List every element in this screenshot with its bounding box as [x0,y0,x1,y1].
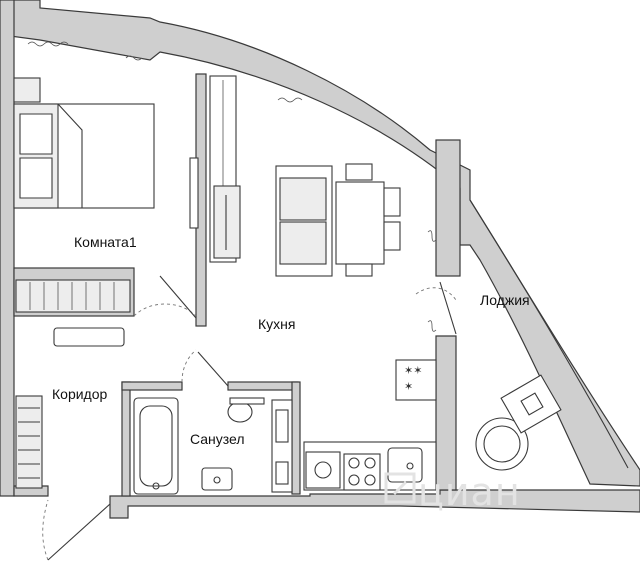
chair-right-bottom [383,221,401,251]
bed-pillow-bottom [19,157,53,199]
door-entrance [42,499,49,561]
bedside-table [13,77,41,103]
bed-pillow-top [19,113,53,155]
watermark-text: циан [418,470,521,514]
tv [189,157,199,229]
bathtub [133,397,179,495]
chair-bottom [345,263,373,277]
room-label-loggia: Лоджия [480,292,530,308]
bathroom-sink [201,467,233,491]
cian-logo-icon [380,468,420,508]
loggia-wall [435,335,457,491]
corridor-wardrobe [15,395,43,489]
stove [343,453,381,491]
room-label-bathroom: Санузел [190,431,245,447]
washing-machine [305,451,341,489]
wall-bath-top-right [227,381,299,391]
wall-bath-right [291,381,301,495]
outer-wall-bottom [13,485,640,519]
door-loggia [415,287,457,301]
shoe-rack [15,279,131,313]
svg-text:✶: ✶ [404,381,413,393]
svg-text:✶✶: ✶✶ [404,365,422,377]
corridor-wardrobe-hangers [18,407,40,479]
shoe-rack-lines [29,282,115,310]
room-label-corridor: Коридор [52,386,108,402]
fridge-marks: ✶✶ ✶ [404,365,422,393]
door-room1 [133,303,197,317]
bed-blanket-fold [57,103,83,208]
dining-table [335,181,385,265]
bathroom-cabinet [271,399,293,493]
loggia-glazing [469,199,629,469]
outer-wall-curved [0,0,640,487]
toilet [227,401,253,423]
fridge [395,359,437,401]
outer-wall-left [0,0,15,497]
room-label-kitchen: Кухня [258,316,296,332]
room-label-room1: Комната1 [74,234,137,250]
wall-bath-left [121,381,131,497]
chair-top [345,163,373,181]
door-bathroom [181,349,197,383]
wall-bath-top [121,381,183,391]
chair-right-top [383,187,401,217]
radiator [53,327,125,347]
loggia-table [500,374,562,434]
wall-kitchen-right [435,139,461,277]
tv-stand [213,185,241,259]
